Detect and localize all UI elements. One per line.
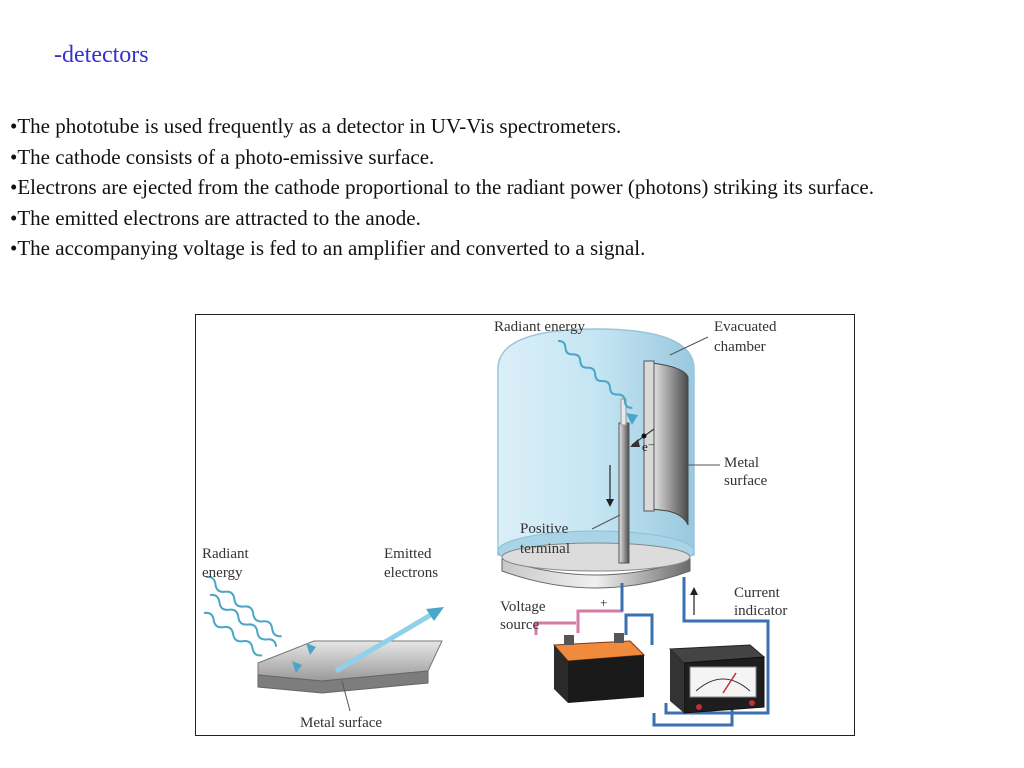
plus-sign: + <box>600 595 607 610</box>
current-indicator-meter <box>668 644 766 714</box>
leader-positive <box>591 514 621 530</box>
emitted-electron-arrow <box>334 607 444 674</box>
circuit-wires <box>534 577 770 727</box>
label-evacuated-chamber: Evacuated <box>714 319 777 335</box>
bullet-item: •The emitted electrons are attracted to … <box>10 205 421 230</box>
label-radiant-energy-left: Radiant <box>202 546 249 562</box>
label-emitted-electrons-2: electrons <box>384 565 438 581</box>
metal-surface-plate <box>257 640 443 694</box>
label-positive-terminal: Positive <box>520 521 569 537</box>
bullet-item: •The cathode consists of a photo-emissiv… <box>10 144 435 169</box>
label-current-indicator-2: indicator <box>734 603 787 619</box>
incident-photon-waves <box>203 575 282 657</box>
tube-base <box>501 542 691 589</box>
slide-title: -detectors <box>54 42 149 68</box>
label-radiant-energy-left-2: energy <box>202 565 243 581</box>
photon-wave-top <box>557 339 638 425</box>
bullet-item: •Electrons are ejected from the cathode … <box>10 175 874 200</box>
label-metal-surface-bottom: Metal surface <box>300 715 382 731</box>
label-current-indicator: Current <box>734 585 781 601</box>
phototube-diagram: Radiant energy Emitted electrons Metal s… <box>202 319 787 731</box>
current-direction-arrow-outer <box>690 587 698 615</box>
current-direction-arrow-inner <box>606 465 614 507</box>
label-evacuated-chamber-2: chamber <box>714 339 766 355</box>
electron-symbol: e⁻ <box>642 439 655 454</box>
anode-wire <box>618 398 630 564</box>
photon-arrowheads <box>292 643 316 673</box>
label-voltage-source: Voltage <box>500 599 546 615</box>
label-radiant-energy-top: Radiant energy <box>494 319 585 335</box>
label-positive-terminal-2: terminal <box>520 541 570 557</box>
label-metal-surface-2: surface <box>724 473 768 489</box>
bullet-item: •The accompanying voltage is fed to an a… <box>10 236 646 261</box>
label-emitted-electrons: Emitted <box>384 546 432 562</box>
bullet-list: •The phototube is used frequently as a d… <box>10 111 1015 264</box>
leader-metal-surface <box>341 680 351 712</box>
leader-evacuated <box>669 336 709 356</box>
label-voltage-source-2: source <box>500 617 539 633</box>
phototube-figure: Radiant energy Emitted electrons Metal s… <box>195 314 855 736</box>
electron-path <box>630 428 655 447</box>
bullet-item: •The phototube is used frequently as a d… <box>10 114 622 138</box>
label-metal-surface: Metal <box>724 455 759 471</box>
battery <box>552 633 646 703</box>
